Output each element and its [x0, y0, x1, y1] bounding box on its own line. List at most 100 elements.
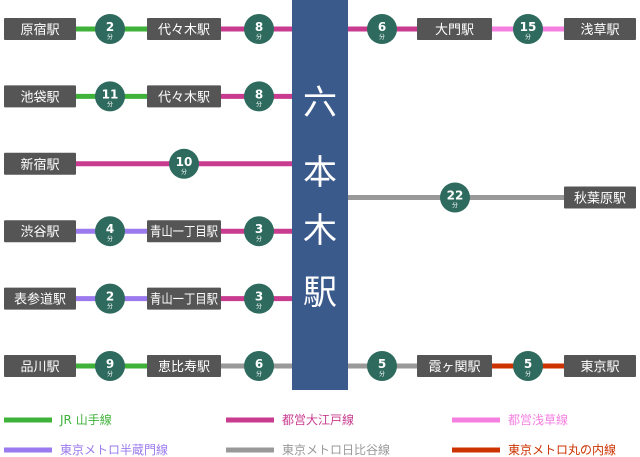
station-name: 東京駅: [580, 359, 619, 375]
minutes-value: 10: [176, 155, 193, 169]
station-name: 原宿駅: [20, 22, 59, 38]
legend-label: 都営浅草線: [508, 412, 568, 427]
minutes-badge-circle: [513, 14, 543, 44]
minutes-unit: 分: [256, 235, 262, 243]
station-name: 池袋駅: [20, 90, 59, 105]
minutes-badge: 8分: [244, 14, 274, 44]
legend-label: 都営大江戸線: [282, 412, 354, 427]
minutes-badge: 10分: [169, 148, 199, 179]
minutes-value: 15: [520, 20, 537, 34]
minutes-badge: 4分: [95, 216, 125, 247]
legend: JR 山手線都営大江戸線都営浅草線東京メトロ半蔵門線東京メトロ日比谷線東京メトロ…: [4, 412, 616, 457]
station-name: 秋葉原駅: [574, 192, 626, 207]
station-box-bg: [147, 85, 221, 108]
station-box-bg: [4, 85, 76, 108]
legend-label: 東京メトロ半蔵門線: [60, 442, 168, 457]
minutes-badge-circle: [244, 283, 274, 314]
minutes-value: 9: [106, 357, 114, 371]
station-name: 品川駅: [20, 360, 59, 375]
minutes-badge: 15分: [513, 14, 543, 44]
minutes-unit: 分: [379, 33, 385, 41]
minutes-badge-circle: [440, 182, 470, 213]
station-box: 表参道駅: [4, 287, 76, 310]
minutes-value: 3: [255, 222, 263, 236]
station-box: 東京駅: [564, 355, 636, 377]
station-box: 原宿駅: [4, 18, 76, 40]
minutes-value: 4: [106, 222, 114, 236]
minutes-badge-circle: [367, 351, 397, 381]
minutes-badge-circle: [513, 351, 543, 381]
minutes-unit: 分: [107, 370, 113, 378]
station-name: 青山一丁目駅: [150, 293, 218, 308]
minutes-unit: 分: [107, 303, 113, 311]
minutes-badge-circle: [95, 81, 125, 112]
minutes-badge-circle: [95, 351, 125, 381]
minutes-badge-circle: [95, 216, 125, 247]
minutes-badge: 5分: [513, 351, 543, 381]
station-name: 大門駅: [435, 23, 474, 38]
legend-item-oedo: 都営大江戸線: [226, 412, 354, 427]
station-box: 代々木駅: [147, 85, 221, 108]
station-box: 品川駅: [4, 355, 76, 377]
minutes-badge-circle: [244, 14, 274, 44]
minutes-value: 11: [102, 87, 119, 101]
station-box-bg: [147, 287, 221, 310]
station-name: 青山一丁目駅: [150, 225, 218, 240]
minutes-badge: 2分: [95, 14, 125, 44]
minutes-unit: 分: [107, 235, 113, 243]
station-name: 浅草駅: [580, 23, 619, 38]
minutes-unit: 分: [256, 303, 262, 311]
minutes-unit: 分: [379, 370, 385, 378]
station-name: 霞ヶ関駅: [428, 360, 480, 375]
minutes-value: 6: [255, 357, 263, 371]
station-box: 青山一丁目駅: [147, 220, 221, 243]
minutes-badge-circle: [95, 283, 125, 314]
minutes-badge: 8分: [244, 81, 274, 112]
station-box-bg: [147, 355, 221, 377]
minutes-value: 5: [378, 357, 386, 371]
station-box: 渋谷駅: [4, 220, 76, 243]
minutes-badge-circle: [95, 14, 125, 44]
minutes-value: 8: [255, 20, 263, 34]
minutes-badge: 3分: [244, 216, 274, 247]
station-box-bg: [564, 186, 636, 209]
minutes-value: 2: [106, 290, 114, 304]
minutes-value: 22: [447, 189, 464, 203]
hub-label-char: 駅: [303, 273, 337, 313]
station-box-bg: [417, 18, 492, 40]
station-box-bg: [417, 355, 492, 377]
minutes-unit: 分: [107, 33, 113, 41]
station-box-bg: [147, 220, 221, 243]
station-box-bg: [564, 18, 636, 40]
roppongi-station-hub: [292, 0, 348, 390]
station-box: 池袋駅: [4, 85, 76, 108]
minutes-unit: 分: [107, 100, 113, 108]
minutes-unit: 分: [181, 168, 187, 176]
minutes-badge-circle: [244, 216, 274, 247]
legend-label: 東京メトロ日比谷線: [282, 442, 390, 457]
minutes-badge: 2分: [95, 283, 125, 314]
hub-label-char: 本: [303, 153, 337, 193]
minutes-value: 6: [378, 20, 386, 34]
station-box-bg: [4, 18, 76, 40]
minutes-unit: 分: [452, 202, 458, 210]
station-box-bg: [4, 220, 76, 243]
minutes-badge: 6分: [244, 351, 274, 381]
station-name: 恵比寿駅: [158, 360, 210, 375]
hub-label-char: 木: [303, 211, 337, 251]
minutes-badge: 22分: [440, 182, 470, 213]
legend-item-marunouchi: 東京メトロ丸の内線: [452, 442, 616, 457]
station-box: 新宿駅: [4, 152, 76, 175]
legend-item-asakusa: 都営浅草線: [452, 412, 568, 427]
minutes-badge: 11分: [95, 81, 125, 112]
station-boxes-layer: 原宿駅代々木駅池袋駅代々木駅新宿駅渋谷駅青山一丁目駅表参道駅青山一丁目駅品川駅恵…: [4, 18, 636, 377]
legend-item-hibiya: 東京メトロ日比谷線: [226, 442, 390, 457]
station-box: 浅草駅: [564, 18, 636, 40]
station-box: 青山一丁目駅: [147, 287, 221, 310]
station-box: 代々木駅: [147, 18, 221, 40]
minutes-badge: 3分: [244, 283, 274, 314]
minutes-value: 3: [255, 290, 263, 304]
station-box-bg: [4, 287, 76, 310]
minutes-badge: 5分: [367, 351, 397, 381]
